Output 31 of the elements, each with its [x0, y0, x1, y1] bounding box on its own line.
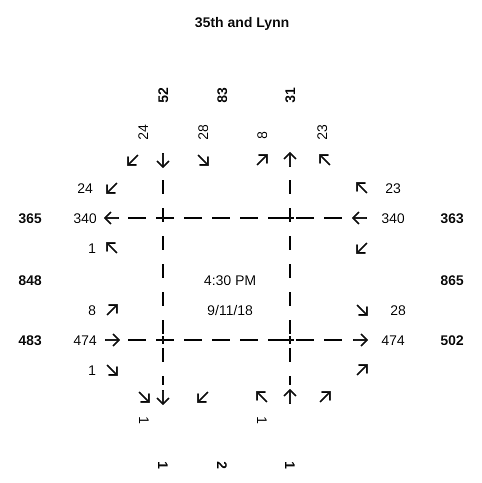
total-count: 1	[283, 461, 297, 469]
date-label: 9/11/18	[207, 303, 253, 317]
turn-count: 28	[196, 124, 210, 140]
total-count: 31	[283, 87, 297, 103]
total-count: 502	[440, 333, 464, 347]
turn-count: 1	[88, 363, 96, 377]
title: 35th and Lynn	[194, 15, 290, 29]
through-count: 474	[381, 333, 405, 347]
turn-count: 24	[136, 124, 150, 140]
turn-count: 1	[255, 416, 269, 424]
through-count: 340	[381, 211, 405, 225]
turn-count: 1	[88, 241, 96, 255]
turn-count: 8	[255, 131, 269, 139]
through-count: 340	[73, 211, 97, 225]
total-count: 2	[215, 461, 229, 469]
turn-count: 8	[88, 303, 96, 317]
turn-count: 1	[137, 416, 151, 424]
time-label: 4:30 PM	[204, 273, 256, 287]
total-count: 365	[18, 211, 42, 225]
turn-count: 28	[390, 303, 406, 317]
total-count: 865	[440, 273, 464, 287]
turn-count: 23	[385, 181, 401, 195]
total-count: 1	[156, 461, 170, 469]
turn-count: 24	[77, 181, 93, 195]
total-count: 363	[440, 211, 464, 225]
total-count: 83	[215, 87, 229, 103]
through-count: 474	[73, 333, 97, 347]
total-count: 848	[18, 273, 42, 287]
total-count: 483	[18, 333, 42, 347]
total-count: 52	[156, 87, 170, 103]
turn-count: 23	[315, 124, 329, 140]
